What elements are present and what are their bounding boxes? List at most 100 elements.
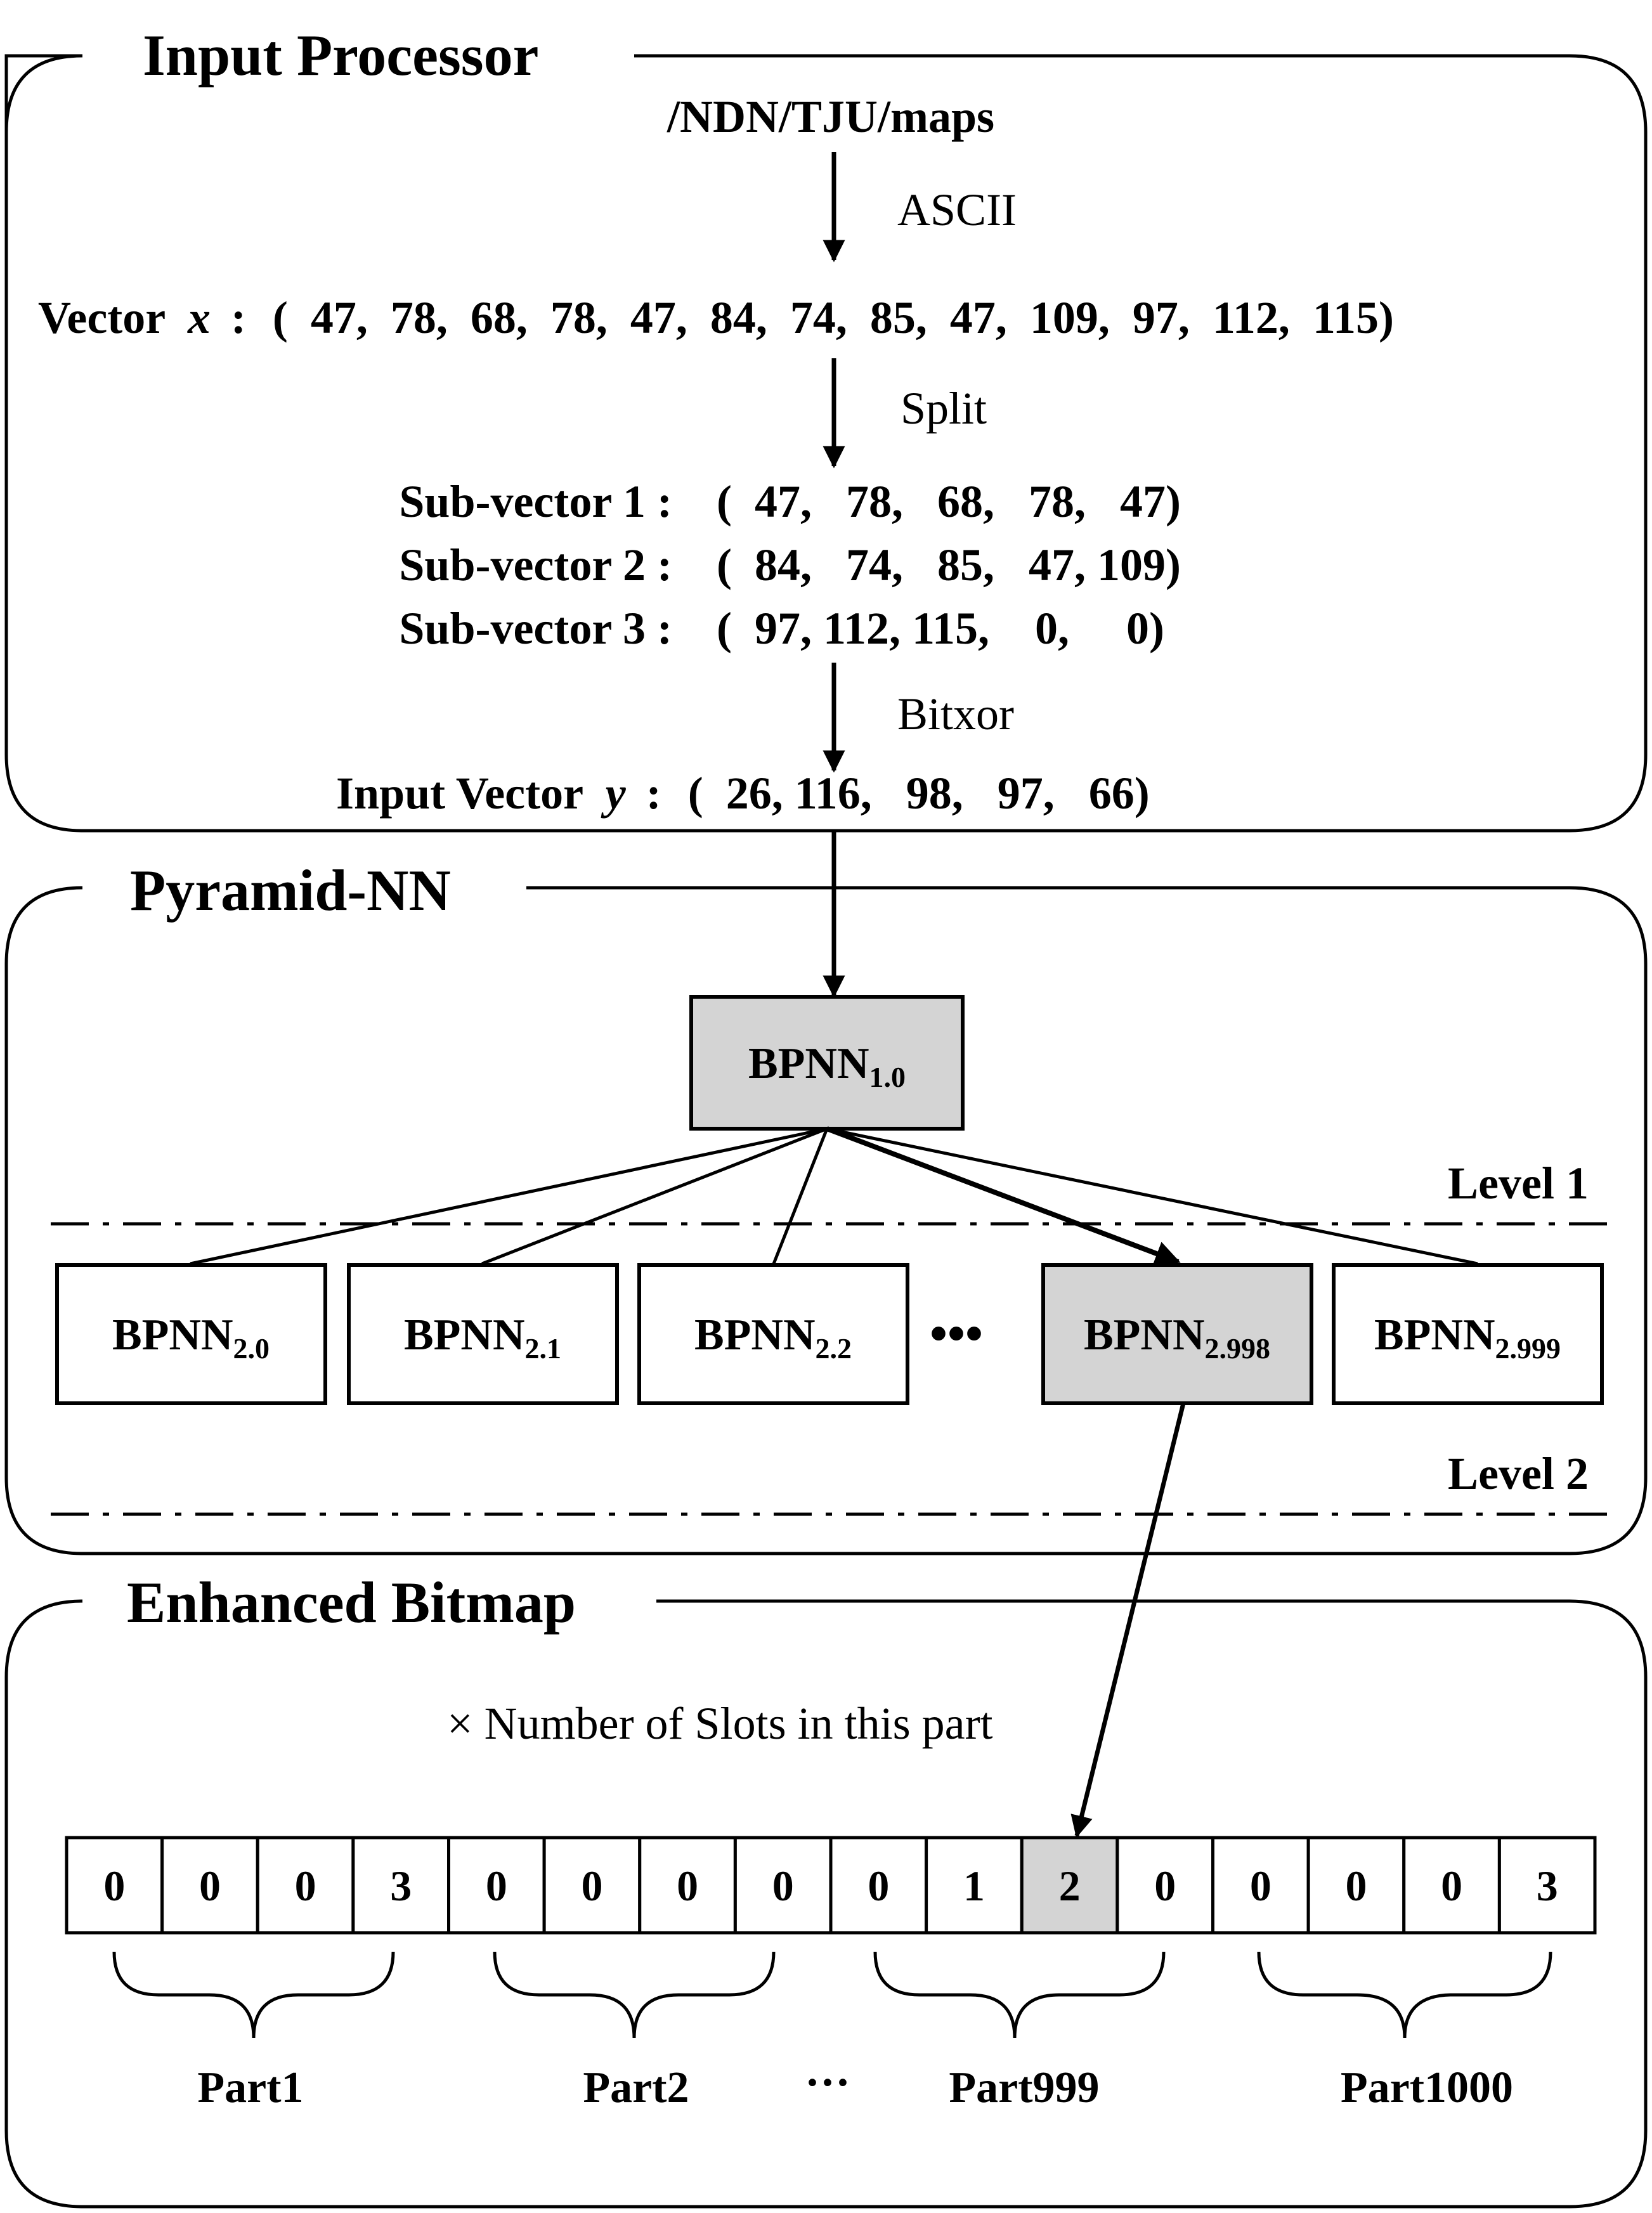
bitmap-cell [447,1836,546,1935]
bpnn-2-2-name: BPNN [694,1311,816,1360]
part2-brace [493,1951,776,2039]
pyramid-nn-title: Pyramid-NN [130,858,451,923]
bpnn-2-999-label: BPNN2.999 [1374,1311,1561,1365]
vector-x-row: Vector x : ( 47, 78, 68, 78, 47, 84, 74,… [38,292,1394,343]
highlighted-connection-arrow [826,1126,1181,1266]
input-processor-frame [4,54,1648,833]
slots-multiplier-note: × Number of Slots in this part [447,1698,993,1749]
split-step-label: Split [901,383,987,434]
bitmap-cell-value: 3 [1537,1862,1558,1910]
bpnn-root-label: BPNN1.0 [748,1039,906,1093]
part1000-brace [1257,1951,1552,2039]
bpnn-2-998-box [1041,1263,1313,1405]
level2-ellipsis: ••• [930,1306,983,1362]
bpnn-root-name: BPNN [748,1039,869,1088]
level1-label: Level 1 [1448,1158,1589,1209]
bitmap-cell [829,1836,928,1935]
bpnn-2-2-label: BPNN2.2 [694,1311,852,1365]
connection-line [481,1127,828,1266]
subvector-1-values: ( 47, 78, 68, 78, 47) [717,476,1181,527]
bitmap-cell-value: 0 [199,1862,221,1910]
bitmap-cell [638,1836,737,1935]
enhanced-bitmap-title: Enhanced Bitmap [127,1570,576,1635]
input-vector-row: Input Vector y : ( 26, 116, 98, 97, 66) [336,768,1150,819]
bpnn-2-999-node: BPNN2.999 [1332,1263,1604,1405]
subvector-list: Sub-vector 1 : ( 47, 78, 68, 78, 47) Sub… [399,476,1181,654]
level2-nodes: BPNN2.0 BPNN2.1 BPNN2.2 ••• BPNN2.998 [55,1263,1604,1405]
subvector-2-values: ( 84, 74, 85, 47, 109) [717,540,1181,590]
bpnn-2-998-sub: 2.998 [1205,1332,1271,1365]
bpnn-2-2-node: BPNN2.2 [637,1263,909,1405]
bitmap-cell-value: 1 [963,1862,985,1910]
part1000-label: Part1000 [1341,2063,1513,2112]
bitmap-cell-value: 2 [1059,1862,1081,1910]
bitxor-step-label: Bitxor [897,689,1014,739]
vector-x-label: Vector [38,292,165,343]
part-braces [112,1951,1552,2039]
part1-brace [112,1951,395,2039]
bitmap-cell [1306,1836,1406,1935]
part1-label: Part1 [197,2063,303,2112]
bitmap-cell-value: 0 [581,1862,602,1910]
bpnn-2-1-label: BPNN2.1 [404,1311,561,1365]
bitmap-cell-value: 0 [103,1862,125,1910]
bpnn-2-0-node: BPNN2.0 [55,1263,327,1405]
bitmap-cell-value: 0 [486,1862,507,1910]
bitmap-cell-value: 3 [390,1862,412,1910]
input-processor-title: Input Processor [143,23,538,88]
bitmap-cell [1115,1836,1214,1935]
pyramid-frame [4,886,1648,1555]
bitmap-cell-value: 0 [1154,1862,1176,1910]
frame-corner [4,54,83,133]
bpnn-2-1-node: BPNN2.1 [347,1263,619,1405]
bpnn-2-998-label: BPNN2.998 [1084,1311,1270,1365]
bpnn-2-999-box [1332,1263,1604,1405]
part2-label: Part2 [583,2063,689,2112]
bitmap-cell-value: 0 [295,1862,316,1910]
bitmap-cell [256,1836,355,1935]
bitmap-cell [925,1836,1024,1935]
part999-label: Part999 [949,2063,1099,2112]
level2-label: Level 2 [1448,1448,1589,1499]
bpnn-root-sub: 1.0 [869,1061,906,1093]
bitmap-cell-value: 0 [1345,1862,1367,1910]
subvector-3-values: ( 97, 112, 115, 0, 0) [717,603,1164,654]
bitmap-cell [542,1836,642,1935]
subvector-3-label: Sub-vector 3 : [399,603,672,654]
bitmap-frame [4,1599,1648,2209]
bpnn-2-1-name: BPNN [404,1311,525,1360]
subvector-2-label: Sub-vector 2 : [399,540,672,590]
bpnn-2-0-box [55,1263,327,1405]
bitmap-cell [1402,1836,1501,1935]
bitmap-cell-value: 0 [1250,1862,1272,1910]
ascii-step-label: ASCII [897,185,1017,235]
connection-line [772,1128,829,1264]
level1-connections [190,1126,1478,1266]
bpnn-2-998-name: BPNN [1084,1311,1205,1360]
bpnn-2-0-name: BPNN [112,1311,233,1360]
part999-brace [873,1951,1166,2039]
bitmap-cell-value: 0 [772,1862,794,1910]
bpnn-2-999-name: BPNN [1374,1311,1495,1360]
node-to-slot-arrow [1070,1403,1186,1838]
vector-x-values: ( 47, 78, 68, 78, 47, 84, 74, 85, 47, 10… [273,292,1394,343]
bpnn-root-node: BPNN1.0 [689,995,965,1131]
vector-x-var: x [187,292,211,343]
bitmap-cell [1497,1836,1597,1935]
bitmap-cell-value: 0 [677,1862,698,1910]
bpnn-2-1-box [347,1263,619,1405]
bpnn-2-1-sub: 2.1 [525,1332,562,1365]
input-vector-label: Input Vector [336,768,583,819]
bpnn-2-0-label: BPNN2.0 [112,1311,270,1365]
bpnn-2-2-box [637,1263,909,1405]
input-vector-colon: : [646,768,661,819]
bpnn-2-998-node: BPNN2.998 [1041,1263,1313,1405]
connection-line [826,1127,1478,1266]
input-vector-values: ( 26, 116, 98, 97, 66) [688,768,1150,819]
subvector-1-label: Sub-vector 1 : [399,476,672,527]
bitmap-cell-value: 0 [1441,1862,1462,1910]
vector-x-colon: : [231,292,246,343]
bitmap-cell [160,1836,259,1935]
